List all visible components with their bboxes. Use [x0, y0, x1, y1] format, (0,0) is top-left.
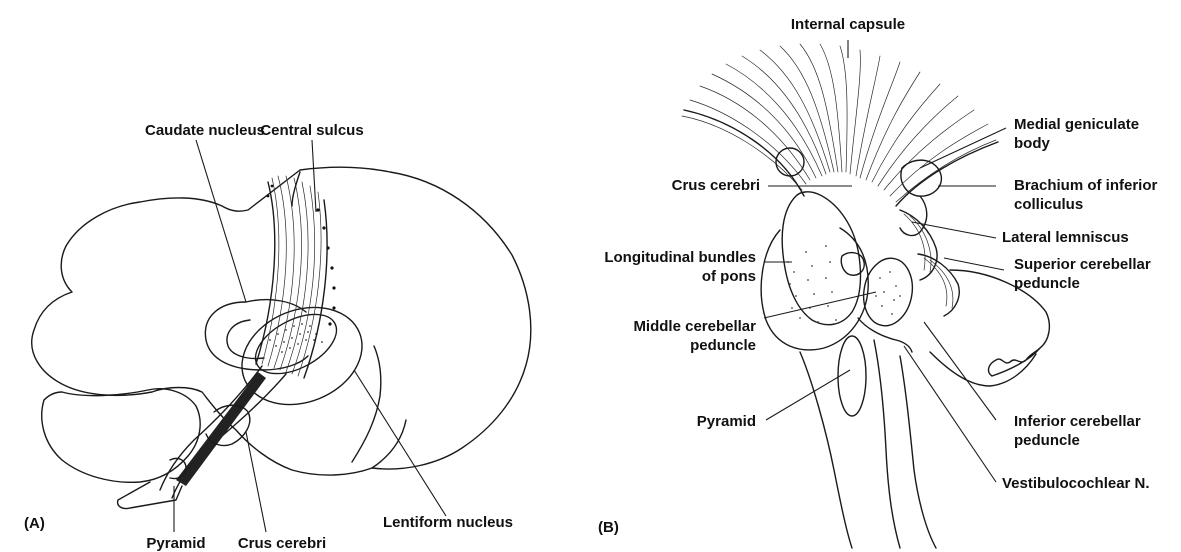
medulla-inner	[874, 340, 900, 548]
lentiform-inner	[246, 302, 346, 386]
cerebral-hemisphere-outline	[32, 167, 531, 475]
cerebellar-cut-face	[989, 348, 1040, 376]
pontine-window	[841, 253, 864, 276]
corticospinal-fibers	[256, 176, 327, 378]
panel-label-a: (A)	[24, 515, 45, 532]
brachium-inferior-colliculus	[900, 196, 927, 235]
label-brachium-1: Brachium of inferior	[1014, 177, 1158, 194]
cerebellar-stalk-bottom	[930, 352, 1036, 386]
brainstem-cut	[170, 458, 186, 478]
label-superior-peduncle-2: peduncle	[1014, 275, 1080, 292]
lateral-lemniscus-bundle	[900, 210, 937, 280]
label-caudate-nucleus: Caudate nucleus	[145, 122, 265, 139]
label-crus-cerebri-b: Crus cerebri	[672, 177, 760, 194]
label-inferior-peduncle-2: peduncle	[1014, 432, 1080, 449]
lateral-sulcus	[352, 346, 381, 462]
panel-a-brain-lateral-view	[32, 167, 531, 508]
superior-peduncle-bundle	[918, 254, 959, 316]
panel-b-brainstem-view	[682, 44, 1049, 548]
label-crus-cerebri-a: Crus cerebri	[238, 535, 326, 552]
frontal-sulcus	[292, 172, 300, 206]
label-longitudinal-1: Longitudinal bundles	[604, 249, 756, 266]
label-inferior-peduncle-1: Inferior cerebellar	[1014, 413, 1141, 430]
label-superior-peduncle-1: Superior cerebellar	[1014, 256, 1151, 273]
label-pyramid-a: Pyramid	[146, 535, 205, 552]
middle-peduncle-stipple	[875, 271, 901, 315]
label-central-sulcus: Central sulcus	[260, 122, 363, 139]
cerebellum-outline	[42, 389, 200, 483]
label-medial-geniculate-1: Medial geniculate	[1014, 116, 1139, 133]
label-medial-geniculate-2: body	[1014, 135, 1050, 152]
label-brachium-2: colliculus	[1014, 196, 1083, 213]
pyramidal-tract-shaded	[176, 372, 266, 486]
label-internal-capsule: Internal capsule	[791, 16, 905, 33]
label-lateral-lemniscus: Lateral lemniscus	[1002, 229, 1129, 246]
medial-geniculate-body	[901, 160, 941, 196]
panel-label-b: (B)	[598, 519, 619, 536]
medulla-left-edge	[800, 352, 852, 548]
label-pyramid-b: Pyramid	[697, 413, 756, 430]
internal-capsule-edge-right	[896, 142, 998, 206]
pons-body	[761, 228, 868, 350]
label-lentiform-nucleus: Lentiform nucleus	[383, 514, 513, 531]
brainstem-stub	[118, 482, 182, 509]
label-vestibulocochlear: Vestibulocochlear N.	[1002, 475, 1150, 492]
label-middle-peduncle-1: Middle cerebellar	[633, 318, 756, 335]
pyramid-oval	[838, 336, 866, 416]
panel-b-leaders	[764, 40, 1006, 482]
internal-capsule-tract	[160, 366, 262, 490]
label-longitudinal-2: of pons	[702, 268, 756, 285]
label-middle-peduncle-2: peduncle	[690, 337, 756, 354]
vestibulocochlear-nerve	[858, 318, 912, 352]
